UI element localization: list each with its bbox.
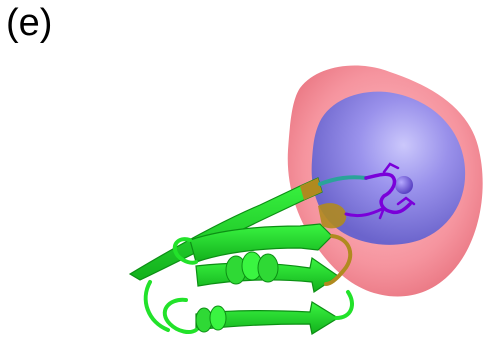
alpha-helix (226, 252, 278, 284)
ion-sphere (395, 176, 413, 194)
loop-left-tail (146, 282, 168, 330)
loop-right-lower (336, 292, 352, 318)
loop-left (165, 300, 196, 332)
